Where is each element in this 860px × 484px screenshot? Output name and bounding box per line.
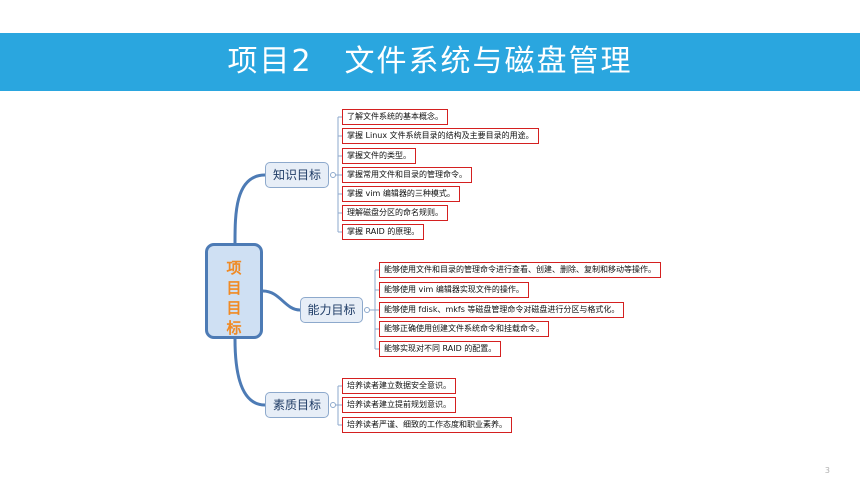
connector-root-quality	[233, 338, 266, 407]
page-number: 3	[824, 466, 830, 475]
leaf-quality-2: 培养读者建立提前规划意识。	[342, 397, 456, 413]
leaf-knowledge-5: 掌握 vim 编辑器的三种模式。	[342, 186, 460, 202]
leaf-knowledge-1: 了解文件系统的基本概念。	[342, 109, 448, 125]
connector-root-knowledge	[233, 173, 266, 244]
leaf-knowledge-3: 掌握文件的类型。	[342, 148, 416, 164]
leaf-ability-3: 能够使用 fdisk、mkfs 等磁盘管理命令对磁盘进行分区与格式化。	[379, 302, 625, 318]
root-char: 目	[226, 279, 242, 297]
connector-ability-dot	[364, 307, 370, 313]
title-banner: 项目2 文件系统与磁盘管理	[0, 33, 860, 91]
leaf-quality-3: 培养读者严谨、细致的工作态度和职业素养。	[342, 417, 512, 433]
connector-root-ability	[262, 289, 301, 312]
leaf-knowledge-4: 掌握常用文件和目录的管理命令。	[342, 167, 472, 183]
root-char: 标	[226, 319, 242, 337]
root-label: 项 目 目 标	[208, 258, 260, 338]
branch-knowledge: 知识目标	[265, 162, 329, 188]
page-title: 项目2 文件系统与磁盘管理	[227, 44, 633, 79]
branch-ability: 能力目标	[300, 297, 363, 323]
leaf-ability-4: 能够正确使用创建文件系统命令和挂载命令。	[379, 321, 549, 337]
branch-quality: 素质目标	[265, 392, 329, 418]
leaf-ability-1: 能够使用文件和目录的管理命令进行查看、创建、删除、复制和移动等操作。	[379, 262, 661, 278]
leaf-knowledge-2: 掌握 Linux 文件系统目录的结构及主要目录的用途。	[342, 128, 539, 144]
root-node: 项 目 目 标	[205, 243, 263, 339]
root-char: 目	[226, 299, 242, 317]
leaf-ability-2: 能够使用 vim 编辑器实现文件的操作。	[379, 282, 529, 298]
leaf-knowledge-6: 理解磁盘分区的命名规则。	[342, 205, 448, 221]
leaf-quality-1: 培养读者建立数据安全意识。	[342, 378, 456, 394]
connector-quality-dot	[330, 402, 336, 408]
connector-knowledge-dot	[330, 172, 336, 178]
leaf-knowledge-7: 掌握 RAID 的原理。	[342, 224, 425, 240]
root-char: 项	[226, 259, 242, 277]
leaf-ability-5: 能够实现对不同 RAID 的配置。	[379, 341, 502, 357]
